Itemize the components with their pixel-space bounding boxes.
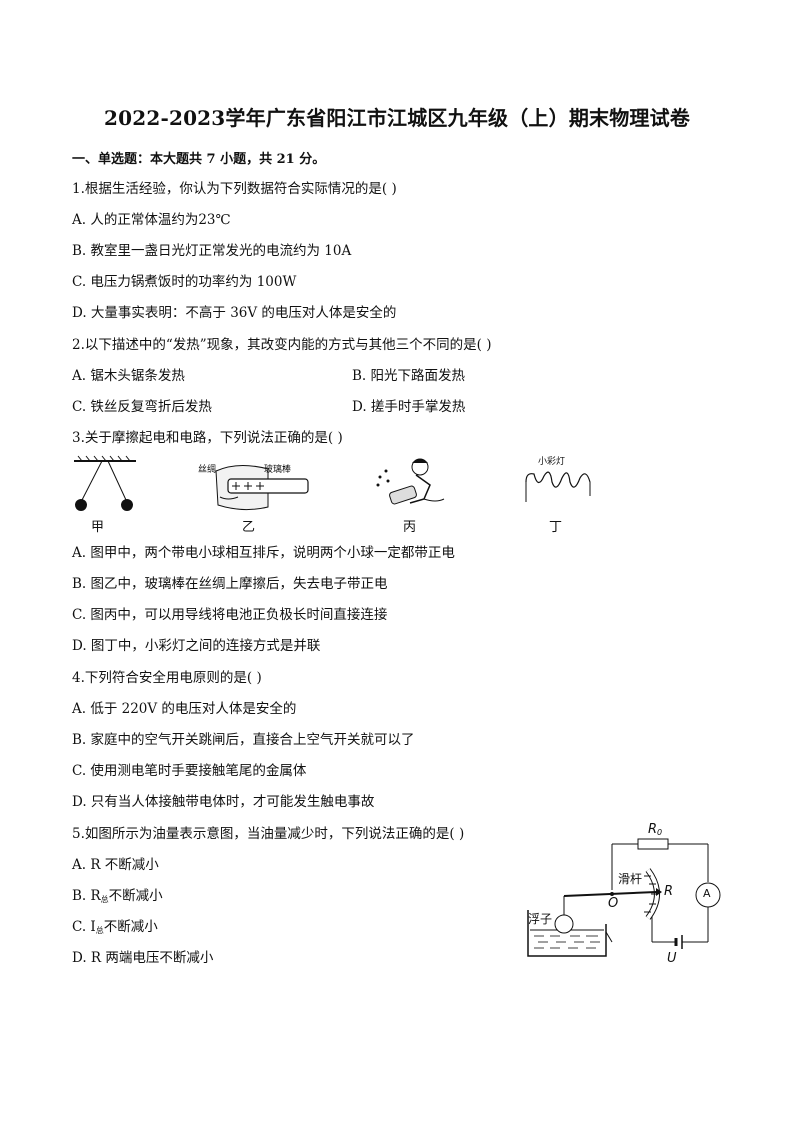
q5-stem: 5.如图所示为油量表示意图，当油量减少时，下列说法正确的是( ): [72, 826, 465, 842]
q1-option-c: C. 电压力锅煮饭时的功率约为 100W: [72, 274, 297, 290]
oil-gauge-circuit-diagram: [527, 838, 721, 957]
voltage-u-label: U: [667, 951, 677, 966]
q2-stem: 2.以下描述中的“发热”现象，其改变内能的方式与其他三个不同的是( ): [72, 337, 492, 353]
silk-label: 丝绸: [198, 465, 217, 475]
q3-option-d: D. 图丁中，小彩灯之间的连接方式是并联: [72, 638, 321, 654]
q3-stem: 3.关于摩擦起电和电路，下列说法正确的是( ): [72, 430, 343, 446]
page-title: 2022-2023学年广东省阳江市江城区九年级（上）期末物理试卷: [103, 106, 691, 130]
q2-option-c: C. 铁丝反复弯折后发热: [72, 399, 212, 415]
q5-option-c: C. I总不断减小: [72, 919, 158, 935]
figure-jia-pendulum: [74, 455, 136, 511]
q5-option-d: D. R 两端电压不断减小: [72, 950, 214, 966]
q1-option-b: B. 教室里一盏日光灯正常发光的电流约为 10A: [72, 243, 352, 259]
q5-option-b: B. R总不断减小: [72, 888, 163, 904]
q2-option-b: B. 阳光下路面发热: [352, 368, 466, 384]
r-label: R: [664, 884, 674, 899]
section-heading: 一、单选题：本大题共 7 小题，共 21 分。: [72, 152, 326, 167]
small-lamp-label: 小彩灯: [538, 457, 566, 467]
sliding-rod-label: 滑杆: [618, 872, 643, 886]
q1-stem: 1.根据生活经验，你认为下列数据符合实际情况的是( ): [72, 181, 397, 197]
q4-option-a: A. 低于 220V 的电压对人体是安全的: [72, 701, 297, 717]
float-label: 浮子: [528, 912, 553, 926]
q3-option-c: C. 图丙中，可以用导线将电池正负极长时间直接连接: [72, 607, 388, 623]
pivot-o-label: O: [608, 896, 619, 911]
q1-option-d: D. 大量事实表明：不高于 36V 的电压对人体是安全的: [72, 305, 397, 321]
q3-option-b: B. 图乙中，玻璃棒在丝绸上摩擦后，失去电子带正电: [72, 576, 388, 592]
q4-option-b: B. 家庭中的空气开关跳闸后，直接合上空气开关就可以了: [72, 732, 415, 748]
figure-bing-battery-boy: [376, 458, 445, 505]
fig-label-yi: 乙: [242, 520, 256, 535]
q4-stem: 4.下列符合安全用电原则的是( ): [72, 670, 262, 686]
r0-label: R0: [648, 822, 663, 837]
q3-option-a: A. 图甲中，两个带电小球相互排斥，说明两个小球一定都带正电: [72, 545, 455, 561]
glass-rod-label: 玻璃棒: [264, 465, 292, 475]
figure-ding-string-lights: [525, 471, 591, 502]
q2-option-d: D. 搓手时手掌发热: [352, 399, 466, 415]
q2-option-a: A. 锯木头锯条发热: [72, 368, 185, 384]
figure-yi-glass-rod: [215, 465, 309, 511]
ammeter-label: A: [703, 887, 711, 900]
q4-option-c: C. 使用测电笔时手要接触笔尾的金属体: [72, 763, 307, 779]
fig-label-jia: 甲: [91, 520, 105, 535]
fig-label-bing: 丙: [403, 520, 417, 535]
q1-option-a: A. 人的正常体温约为23℃: [72, 212, 231, 228]
fig-label-ding: 丁: [549, 520, 563, 535]
q4-option-d: D. 只有当人体接触带电体时，才可能发生触电事故: [72, 794, 375, 810]
q5-option-a: A. R 不断减小: [72, 857, 159, 873]
